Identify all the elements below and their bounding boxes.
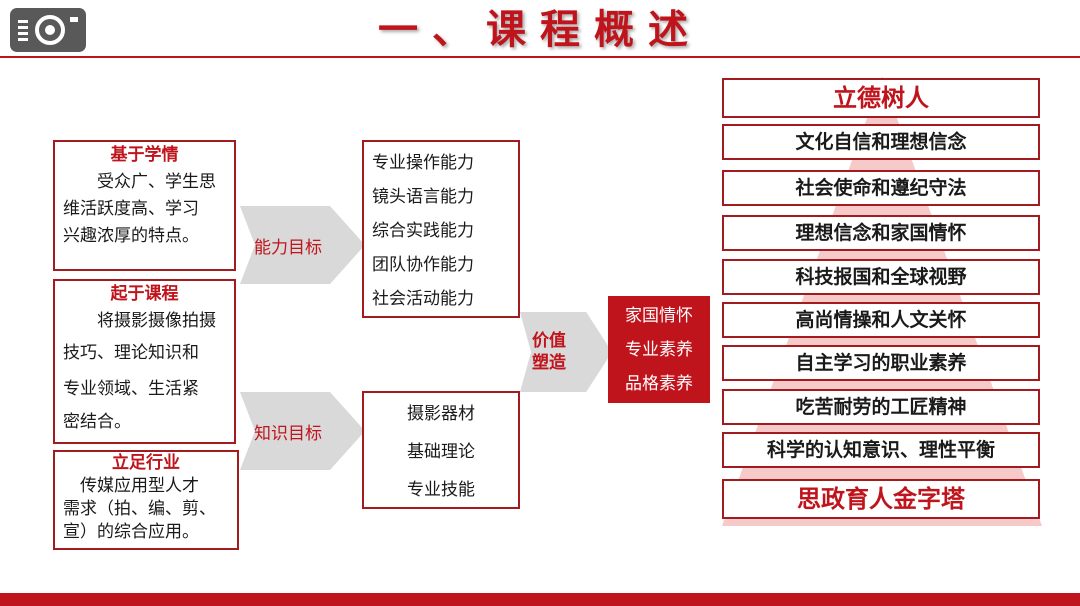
knowledge-goal-arrow: 知识目标 — [240, 392, 365, 470]
course-box: 起于课程 将摄影摄像拍摄 技巧、理论知识和 专业领域、生活紧 密结合。 — [53, 279, 236, 444]
ability-list-box: 专业操作能力 镜头语言能力 综合实践能力 团队协作能力 社会活动能力 — [362, 140, 520, 318]
pyramid-item: 高尚情操和人文关怀 — [722, 302, 1040, 338]
knowledge-item: 摄影器材 — [407, 404, 475, 424]
pyramid-top-label: 立德树人 — [722, 78, 1040, 118]
arrow-label: 知识目标 — [254, 423, 322, 444]
box-line: 传媒应用型人才 — [80, 476, 199, 496]
value-list-box: 家国情怀 专业素养 品格素养 — [608, 296, 710, 403]
pyramid-item: 理想信念和家国情怀 — [722, 215, 1040, 251]
page-title: 一、课程概述 — [378, 7, 702, 53]
box-heading: 起于课程 — [110, 284, 179, 304]
footer-bar — [0, 593, 1080, 606]
ability-item: 社会活动能力 — [372, 289, 474, 309]
box-line: 维活跃度高、学习 — [63, 199, 199, 219]
student-situation-box: 基于学情 受众广、学生思 维活跃度高、学习 兴趣浓厚的特点。 — [53, 140, 236, 271]
box-line: 需求（拍、编、剪、 — [63, 499, 216, 519]
ability-item: 团队协作能力 — [372, 255, 474, 275]
ability-item: 专业操作能力 — [372, 153, 474, 173]
header-divider — [0, 56, 1080, 58]
arrow-label: 价值 — [532, 331, 566, 351]
box-line: 技巧、理论知识和 — [63, 343, 199, 363]
pyramid-item: 文化自信和理想信念 — [722, 124, 1040, 160]
pyramid-item: 科技报国和全球视野 — [722, 259, 1040, 295]
arrow-label: 能力目标 — [254, 237, 322, 258]
pyramid-item: 科学的认知意识、理性平衡 — [722, 432, 1040, 468]
knowledge-list-box: 摄影器材 基础理论 专业技能 — [362, 391, 520, 509]
pyramid-item: 自主学习的职业素养 — [722, 345, 1040, 381]
knowledge-item: 基础理论 — [407, 442, 475, 462]
camera-icon — [10, 8, 86, 52]
pyramid-bottom-label: 思政育人金字塔 — [722, 479, 1040, 519]
box-heading: 基于学情 — [110, 145, 179, 165]
pyramid-item: 社会使命和遵纪守法 — [722, 170, 1040, 206]
box-line: 兴趣浓厚的特点。 — [63, 226, 199, 246]
pyramid-item: 吃苦耐劳的工匠精神 — [722, 389, 1040, 425]
arrow-label: 塑造 — [532, 353, 566, 373]
value-item: 专业素养 — [625, 339, 693, 360]
ability-item: 镜头语言能力 — [372, 187, 474, 207]
value-shaping-arrow: 价值 塑造 — [520, 312, 612, 392]
box-heading: 立足行业 — [112, 453, 180, 473]
value-item: 家国情怀 — [625, 305, 693, 326]
box-line: 将摄影摄像拍摄 — [97, 311, 216, 331]
ability-goal-arrow: 能力目标 — [240, 206, 365, 284]
box-line: 宣）的综合应用。 — [63, 522, 199, 542]
value-item: 品格素养 — [625, 373, 693, 394]
knowledge-item: 专业技能 — [407, 480, 475, 500]
ability-item: 综合实践能力 — [372, 221, 474, 241]
box-line: 密结合。 — [63, 412, 131, 432]
industry-box: 立足行业 传媒应用型人才 需求（拍、编、剪、 宣）的综合应用。 — [53, 450, 239, 550]
box-line: 受众广、学生思 — [97, 172, 216, 192]
box-line: 专业领域、生活紧 — [63, 379, 199, 399]
